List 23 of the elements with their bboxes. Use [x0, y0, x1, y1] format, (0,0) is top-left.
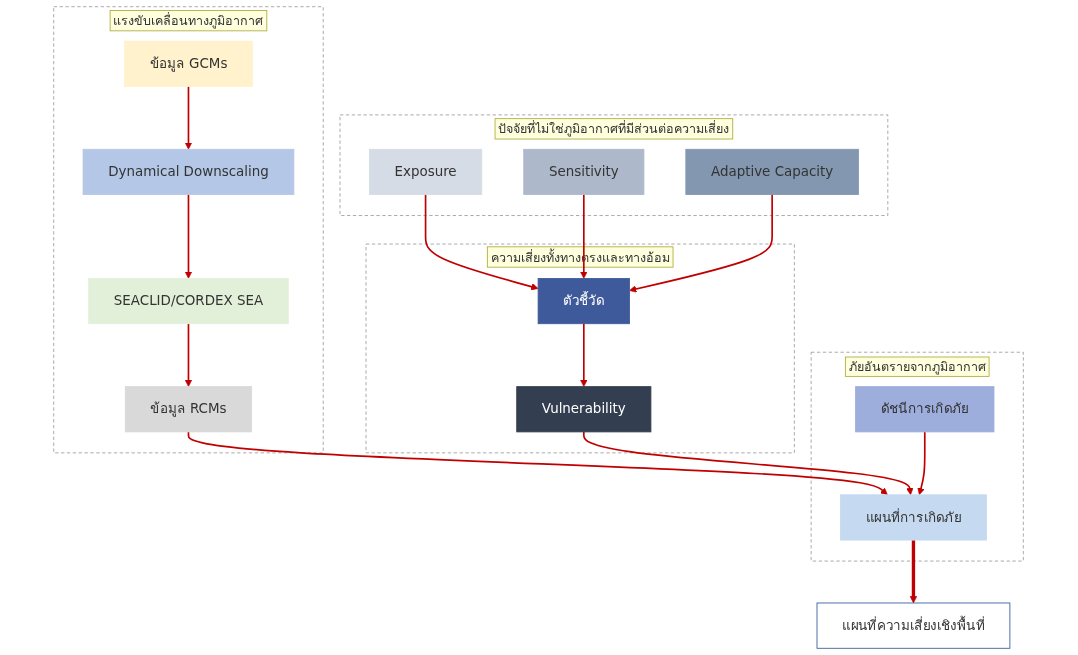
arrow — [629, 193, 774, 293]
node-box: Adaptive Capacity — [685, 148, 860, 195]
arrow — [425, 193, 539, 291]
node-box: SEACLID/CORDEX SEA — [88, 278, 290, 325]
node-box: ข้อมูล RCMs — [125, 386, 253, 433]
node-box: Exposure — [369, 148, 483, 195]
node-box: ข้อมูล GCMs — [124, 40, 254, 87]
node-box: แผนที่ความเสี่ยงเชิงพื้นที่ — [817, 602, 1011, 649]
node-box: Dynamical Downscaling — [83, 148, 295, 195]
node-box: Sensitivity — [523, 148, 645, 195]
arrow — [185, 193, 193, 279]
arrow — [583, 431, 914, 496]
arrow — [185, 322, 193, 387]
arrow — [910, 540, 918, 604]
arrow — [580, 322, 588, 387]
node-box: ตัวชี้วัด — [538, 278, 631, 325]
arrow — [185, 85, 193, 150]
arrow — [580, 193, 588, 279]
node-box: แผนที่การเกิดภัย — [840, 494, 988, 541]
arrow — [188, 431, 889, 496]
node-box: ดัชนีการเกิดภัย — [855, 386, 995, 433]
arrow — [917, 431, 927, 496]
node-box: Vulnerability — [516, 386, 652, 433]
